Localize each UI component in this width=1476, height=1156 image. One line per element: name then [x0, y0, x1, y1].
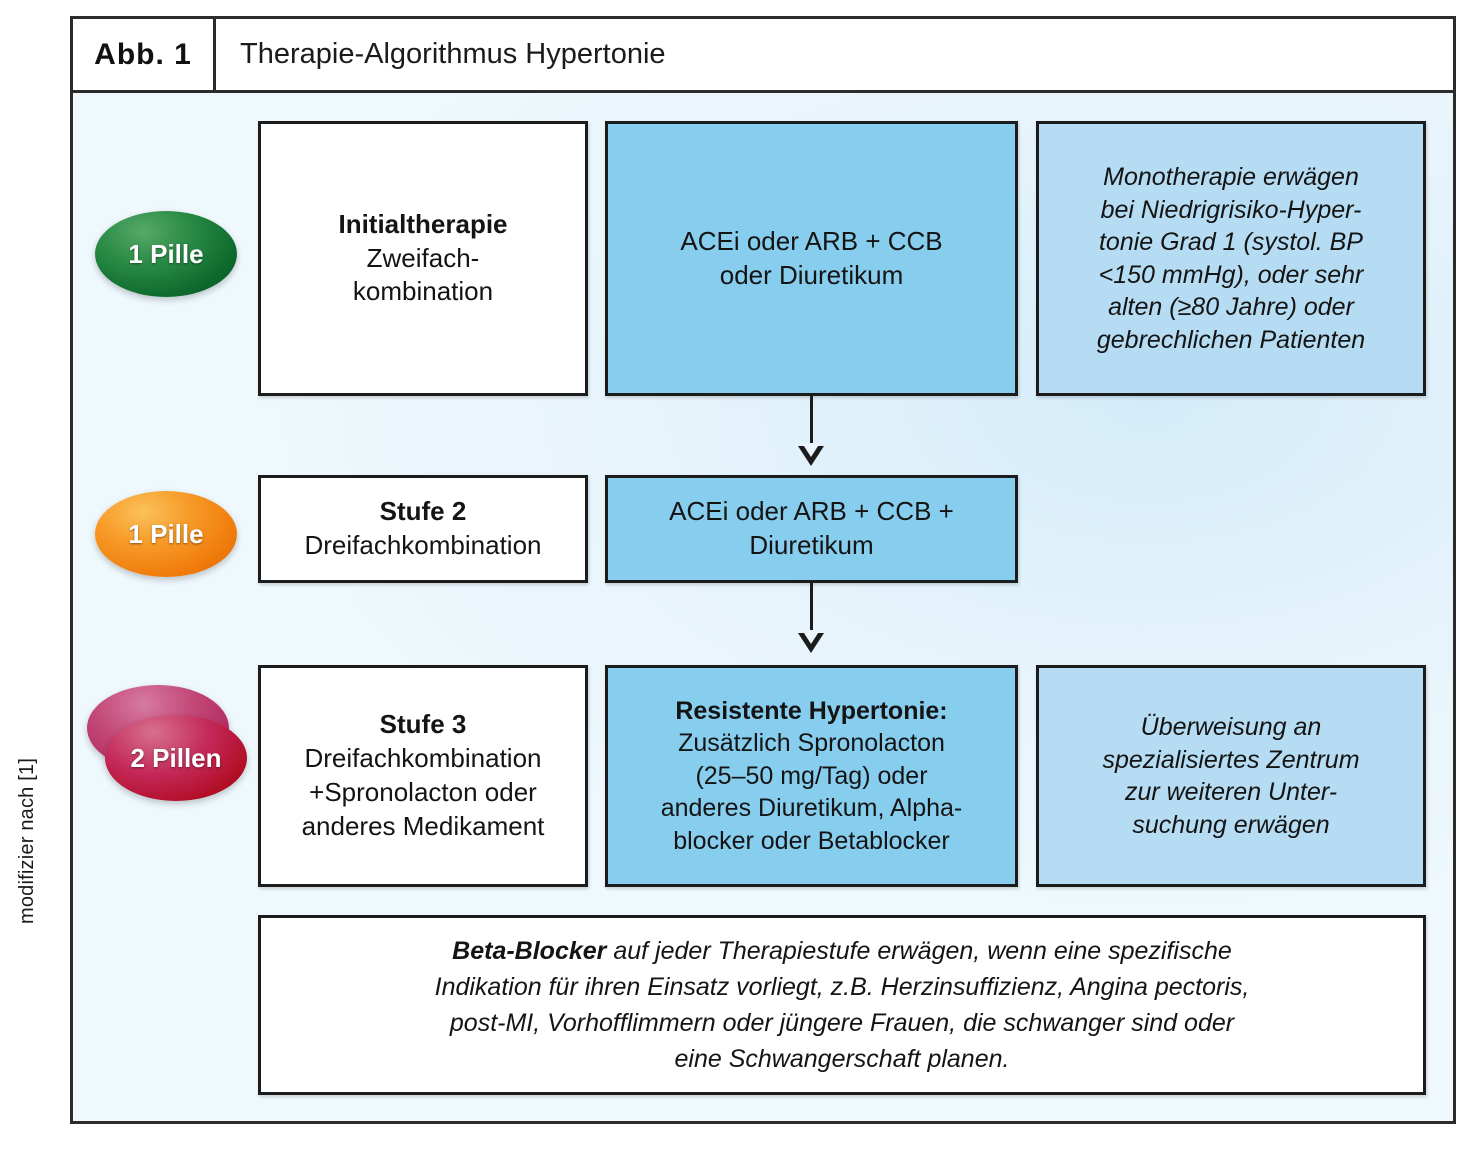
treatment-box-3-text: Resistente Hypertonie: Zusätzlich Sprono…: [647, 695, 977, 858]
arrow-head-1: [798, 443, 824, 466]
note-box-1-line2: bei Niedrigrisiko-Hyper-: [1100, 195, 1362, 224]
note-box-1-line3: tonie Grad 1 (systol. BP: [1098, 228, 1363, 256]
stage-box-3: Stufe 3 Dreifachkombination +Spronolacto…: [258, 665, 588, 887]
treatment-box-3-line4: blocker oder Betablocker: [673, 826, 950, 855]
stage-box-2: Stufe 2 Dreifachkombination: [258, 475, 588, 583]
treatment-box-1-text: ACEi oder ARB + CCB oder Diuretikum: [666, 225, 956, 293]
footnote-line1: auf jeder Therapiestufe erwägen, wenn ei…: [606, 936, 1232, 965]
figure-title: Therapie-Algorithmus Hypertonie: [240, 38, 666, 70]
footnote-box: Beta-Blocker auf jeder Therapiestufe erw…: [258, 915, 1426, 1095]
footnote-lead: Beta-Blocker: [452, 936, 607, 965]
stage-box-3-line2: +Spronolacton oder: [309, 777, 537, 807]
arrow-head-2: [798, 630, 824, 653]
treatment-box-3-line3: anderes Diuretikum, Alpha-: [660, 794, 963, 823]
note-box-1-line6: gebrechlichen Patienten: [1096, 325, 1366, 354]
note-box-3-text: Überweisung an spezialisiertes Zentrum z…: [1088, 711, 1373, 841]
note-box-3-line1: Überweisung an: [1140, 713, 1322, 741]
badge-row-3: 2 Pillen: [83, 685, 247, 801]
treatment-box-3-line2: (25–50 mg/Tag) oder: [695, 761, 928, 790]
treatment-box-1-line1: ACEi oder ARB + CCB: [680, 225, 943, 256]
footnote-text: Beta-Blocker auf jeder Therapiestufe erw…: [421, 933, 1264, 1078]
treatment-box-3-heading: Resistente Hypertonie:: [675, 696, 948, 725]
treatment-box-2-line2: Diuretikum: [749, 530, 874, 560]
stage-box-1-heading: Initialtherapie: [338, 208, 508, 239]
figure-body: 1 Pille Initialtherapie Zweifach- kombin…: [73, 93, 1453, 1121]
figure-frame: Abb. 1 Therapie-Algorithmus Hypertonie 1…: [70, 16, 1456, 1124]
note-box-3: Überweisung an spezialisiertes Zentrum z…: [1036, 665, 1426, 887]
footnote-line2: Indikation für ihren Einsatz vorliegt, z…: [434, 972, 1250, 1001]
header-divider: [213, 19, 216, 90]
pill-badge-green: 1 Pille: [95, 211, 237, 297]
badge-row-2: 1 Pille: [95, 491, 251, 603]
note-box-1-text: Monotherapie erwägen bei Niedrigrisiko-H…: [1083, 161, 1379, 356]
note-box-3-line2: spezialisiertes Zentrum: [1102, 745, 1360, 774]
stage-box-3-line1: Dreifachkombination: [304, 743, 542, 774]
arrow-stem-1: [810, 396, 813, 458]
pill-badge-orange: 1 Pille: [95, 491, 237, 577]
stage-box-1-text: Initialtherapie Zweifach- kombination: [324, 208, 521, 309]
badge-row-1: 1 Pille: [95, 211, 251, 323]
note-box-1-line4: <150 mmHg), oder sehr: [1098, 260, 1364, 289]
figure-header: Abb. 1 Therapie-Algorithmus Hypertonie: [73, 19, 1453, 93]
stage-box-1: Initialtherapie Zweifach- kombination: [258, 121, 588, 396]
arrow-stem-2: [810, 583, 813, 645]
footnote-line4: eine Schwangerschaft planen.: [674, 1045, 1010, 1074]
treatment-box-1-line2: oder Diuretikum: [719, 259, 904, 290]
treatment-box-2: ACEi oder ARB + CCB + Diuretikum: [605, 475, 1018, 583]
note-box-3-line4: suchung erwägen: [1132, 810, 1330, 839]
stage-box-3-heading: Stufe 3: [379, 709, 467, 740]
stage-box-1-line2: kombination: [352, 276, 494, 307]
note-box-1-line1: Monotherapie erwägen: [1103, 163, 1359, 191]
treatment-box-1: ACEi oder ARB + CCB oder Diuretikum: [605, 121, 1018, 396]
stage-box-2-heading: Stufe 2: [379, 496, 467, 527]
figure-number-label: Abb. 1: [94, 37, 192, 71]
treatment-box-2-text: ACEi oder ARB + CCB + Diuretikum: [655, 495, 968, 563]
stage-box-2-line1: Dreifachkombination: [304, 530, 542, 560]
stage-box-1-line1: Zweifach-: [366, 242, 480, 273]
stage-box-2-text: Stufe 2 Dreifachkombination: [290, 495, 555, 563]
treatment-box-3-line1: Zusätzlich Spronolacton: [678, 729, 945, 758]
source-credit: modifizier nach [1]: [16, 757, 38, 924]
note-box-1-line5: alten (≥80 Jahre) oder: [1108, 293, 1354, 321]
pill-badge-red-front: 2 Pillen: [105, 715, 247, 801]
stage-box-3-text: Stufe 3 Dreifachkombination +Spronolacto…: [288, 708, 559, 843]
treatment-box-2-line1: ACEi oder ARB + CCB +: [669, 496, 954, 527]
footnote-line3: post-MI, Vorhofflimmern oder jüngere Fra…: [449, 1009, 1235, 1037]
stage-box-3-line3: anderes Medikament: [301, 810, 545, 841]
note-box-3-line3: zur weiteren Unter-: [1124, 778, 1338, 806]
treatment-box-3: Resistente Hypertonie: Zusätzlich Sprono…: [605, 665, 1018, 887]
note-box-1: Monotherapie erwägen bei Niedrigrisiko-H…: [1036, 121, 1426, 396]
